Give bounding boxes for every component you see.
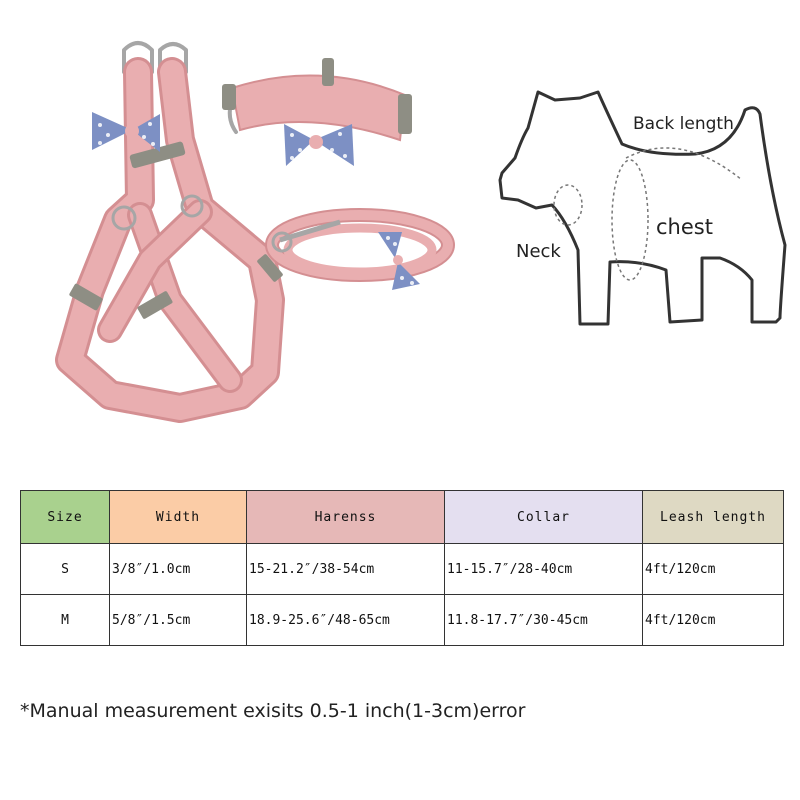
cell-harness: 18.9-25.6″/48-65cm [246, 594, 445, 646]
header-size: Size [20, 490, 110, 544]
harness-set-illustration [55, 41, 455, 423]
cell-leash-length: 4ft/120cm [642, 543, 784, 595]
leash [265, 208, 455, 282]
back-length-label: Back length [633, 114, 734, 134]
d-ring-left [122, 41, 154, 74]
size-table: Size Width Harenss Collar Leash length S… [20, 490, 784, 646]
chest-line [611, 159, 649, 281]
table-row: M 5/8″/1.5cm 18.9-25.6″/48-65cm 11.8-17.… [20, 594, 784, 646]
cell-width: 3/8″/1.0cm [109, 543, 247, 595]
leash-bow [378, 232, 420, 290]
cell-harness: 15-21.2″/38-54cm [246, 543, 445, 595]
table-header-row: Size Width Harenss Collar Leash length [20, 490, 784, 544]
product-photo [0, 0, 470, 440]
d-ring-right [158, 42, 188, 74]
neck-label: Neck [516, 241, 561, 262]
cell-size: S [20, 543, 110, 595]
table-row: S 3/8″/1.0cm 15-21.2″/38-54cm 11-15.7″/2… [20, 543, 784, 595]
dog-outline [498, 90, 787, 326]
cell-size: M [20, 594, 110, 646]
chest-label: chest [656, 215, 713, 239]
collar [222, 58, 412, 142]
cell-collar: 11-15.7″/28-40cm [444, 543, 643, 595]
dog-body [498, 90, 787, 326]
collar-bow [284, 124, 354, 166]
cell-width: 5/8″/1.5cm [109, 594, 247, 646]
measurement-note: *Manual measurement exisits 0.5-1 inch(1… [20, 700, 526, 722]
header-harness: Harenss [246, 490, 445, 544]
header-leash-length: Leash length [642, 490, 784, 544]
harness-buckles [69, 141, 283, 319]
cell-collar: 11.8-17.7″/30-45cm [444, 594, 643, 646]
back-length-line [625, 147, 743, 181]
cell-leash-length: 4ft/120cm [642, 594, 784, 646]
harness-bow [92, 112, 160, 152]
header-width: Width [109, 490, 247, 544]
header-collar: Collar [444, 490, 643, 544]
dog-measurement-diagram: Back length chest Neck [480, 70, 800, 350]
neck-line [553, 184, 583, 226]
